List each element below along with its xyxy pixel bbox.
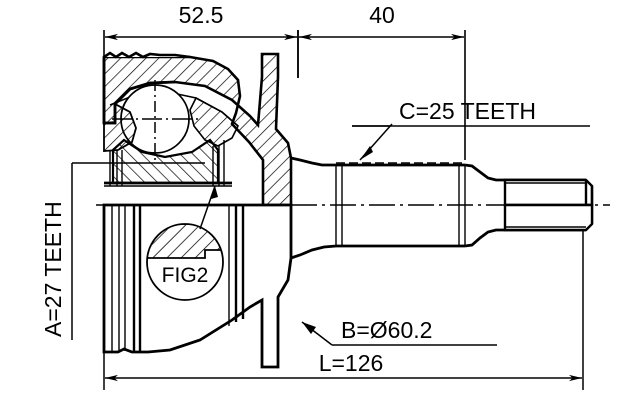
stub-end-lower <box>503 203 594 232</box>
c-leader-arrow <box>360 146 373 160</box>
housing-rib-lines <box>132 205 245 352</box>
housing-thin-lines <box>111 205 230 352</box>
dimension-40 <box>297 30 466 160</box>
spline-bore-lines <box>335 165 466 205</box>
note-label-c-25-teeth: C=25 TEETH <box>399 98 536 124</box>
spline-shaft-bottom-edge <box>290 244 465 260</box>
b-leader-arrow <box>302 322 316 334</box>
spline-shaft-top-edge <box>290 156 465 167</box>
fig2-leader-arrow <box>211 186 218 199</box>
fig2-detail-callout <box>146 185 224 301</box>
cage-wedge-right <box>189 96 239 147</box>
dimension-label-52-5: 52.5 <box>179 2 224 28</box>
cage-detail-lines <box>109 140 225 186</box>
dimension-l-126 <box>103 230 584 390</box>
stub-end-upper <box>503 178 594 207</box>
dimension-label-b-diameter: B=Ø60.2 <box>341 317 432 343</box>
dimension-label-40: 40 <box>369 2 395 28</box>
fig2-leader-line <box>199 185 216 230</box>
cage-wedge-left <box>103 102 137 152</box>
note-label-a-27-teeth: A=27 TEETH <box>40 201 66 337</box>
leader-b-diameter <box>301 321 497 346</box>
stub-transition-top <box>464 163 586 182</box>
leader-c-25-teeth <box>352 123 590 161</box>
fig2-label: FIG2 <box>162 264 209 287</box>
leader-a-27-teeth <box>71 162 205 340</box>
outer-race-seal-groove <box>103 51 191 59</box>
dimension-label-l-126: L=126 <box>319 350 384 376</box>
stub-transition-bottom <box>464 228 586 248</box>
